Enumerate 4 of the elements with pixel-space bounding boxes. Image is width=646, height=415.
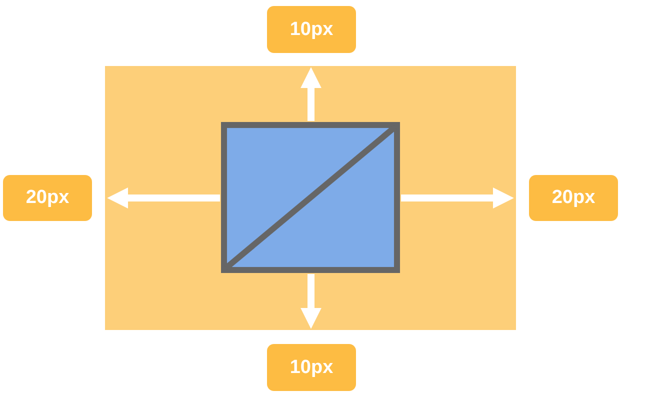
size-tag: 20px bbox=[3, 175, 92, 221]
size-tag: 10px bbox=[267, 6, 356, 53]
size-tag: 10px bbox=[267, 344, 356, 391]
size-tag: 20px bbox=[529, 175, 618, 221]
